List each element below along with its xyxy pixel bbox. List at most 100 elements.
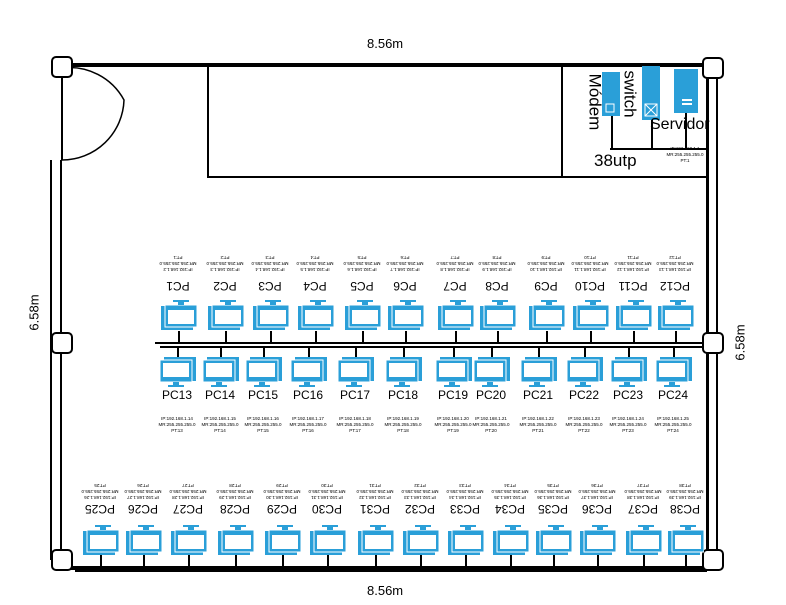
network-bus (155, 342, 707, 344)
cable (491, 348, 493, 360)
computer-icon (265, 525, 302, 555)
cable (355, 348, 357, 360)
pc-label: PC13 (161, 388, 193, 402)
server-port: PT:1 (680, 158, 690, 163)
cable (100, 555, 102, 570)
cable (455, 331, 457, 343)
computer-icon (126, 525, 163, 555)
network-bus-2 (160, 346, 707, 348)
cable (403, 348, 405, 360)
pc-label: PC19 (437, 388, 469, 402)
cable (465, 555, 467, 570)
pc-label: PC22 (568, 388, 600, 402)
pc-label: PC20 (475, 388, 507, 402)
cable (235, 555, 237, 570)
dimension-left: 6.58m (26, 294, 42, 331)
corner-column (702, 332, 724, 354)
cable (611, 116, 613, 149)
computer-icon (310, 525, 347, 555)
cable (643, 555, 645, 570)
pc-label: PC12 (659, 279, 691, 293)
wall-bottom (62, 566, 716, 570)
corner-column (51, 549, 73, 571)
computer-icon (655, 357, 692, 387)
cable (282, 555, 284, 570)
server-ip: IP:192.168.1.1 (670, 146, 700, 151)
wall-right (716, 68, 718, 560)
computer-icon (616, 300, 653, 330)
pc-label: PC23 (612, 388, 644, 402)
cable (375, 555, 377, 570)
dimension-right: 6.58m (732, 324, 748, 361)
cable (188, 555, 190, 570)
computer-icon (83, 525, 120, 555)
corner-column (51, 56, 73, 78)
computer-icon (337, 357, 374, 387)
pc-label: PC24 (657, 388, 689, 402)
dimension-top: 8.56m (367, 36, 404, 51)
cable (510, 555, 512, 570)
pc-label: PC18 (387, 388, 419, 402)
cable (178, 331, 180, 343)
cable (420, 555, 422, 570)
pc-label: PC16 (292, 388, 324, 402)
room-divider (561, 65, 563, 178)
cable (405, 331, 407, 343)
computer-icon (253, 300, 290, 330)
computer-icon (298, 300, 335, 330)
pc-label: PC14 (204, 388, 236, 402)
corner-column (702, 549, 724, 571)
pc-label: PC15 (247, 388, 279, 402)
cable (685, 555, 687, 570)
corner-column (51, 332, 73, 354)
cable (308, 348, 310, 360)
computer-icon (159, 357, 196, 387)
cable (270, 331, 272, 343)
cable (675, 331, 677, 343)
cable (685, 113, 687, 149)
switch-icon (642, 66, 660, 120)
door (61, 66, 125, 161)
computer-icon (610, 357, 647, 387)
computer-icon (171, 525, 208, 555)
cable (220, 348, 222, 360)
pc-label: PC17 (339, 388, 371, 402)
computer-icon (536, 525, 573, 555)
computer-icon (473, 357, 510, 387)
room-bottom (207, 176, 707, 178)
computer-icon (658, 300, 695, 330)
cable (651, 120, 653, 149)
switch-label: switch (620, 70, 640, 118)
cable (673, 348, 675, 360)
room-left (207, 65, 209, 178)
server-label: Servidor (650, 116, 710, 133)
cable (362, 331, 364, 343)
cable (590, 331, 592, 343)
computer-icon (245, 357, 282, 387)
computer-icon (566, 357, 603, 387)
pc-label: PC21 (522, 388, 554, 402)
computer-icon (573, 300, 610, 330)
computer-icon (403, 525, 440, 555)
pc-label: PC38 (669, 502, 701, 516)
cable (143, 555, 145, 570)
computer-icon (438, 300, 475, 330)
bottom-bus (75, 570, 707, 572)
computer-icon (388, 300, 425, 330)
cable (538, 348, 540, 360)
computer-icon (435, 357, 472, 387)
computer-icon (668, 525, 705, 555)
cable (633, 331, 635, 343)
computer-icon (493, 525, 530, 555)
cable (597, 555, 599, 570)
